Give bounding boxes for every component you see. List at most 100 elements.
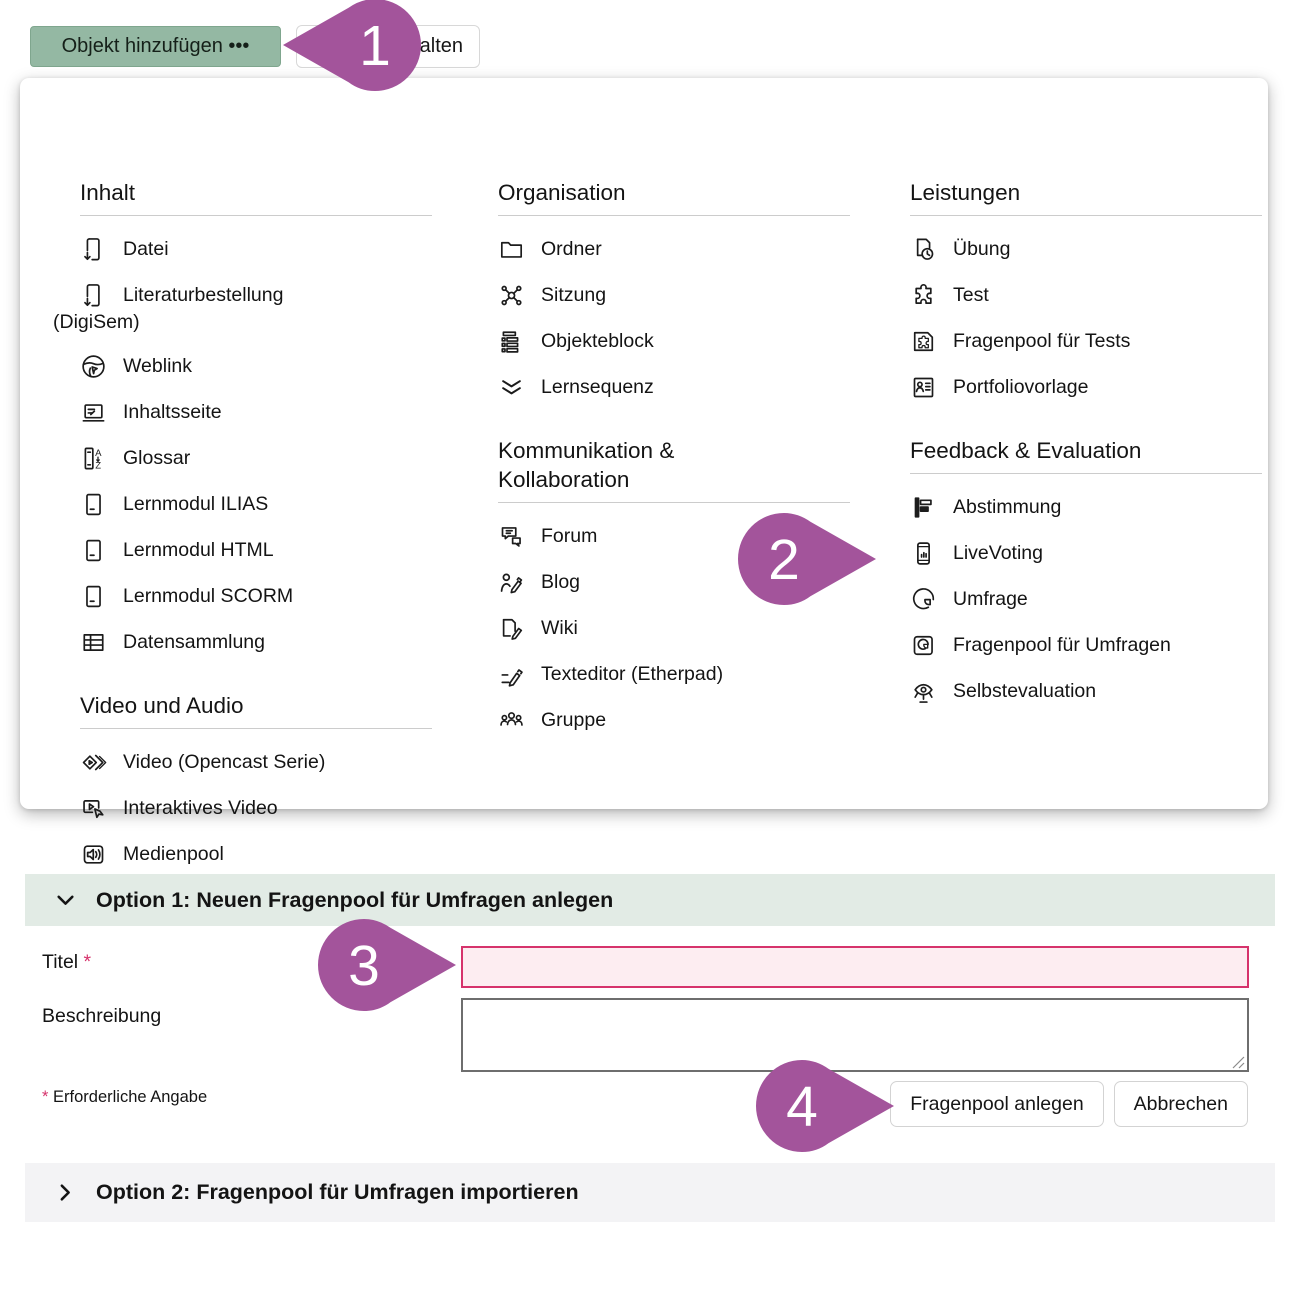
menu-item-label: Blog xyxy=(541,570,581,593)
poll-icon xyxy=(914,496,932,518)
menu-item[interactable]: Forum xyxy=(498,513,850,559)
menu-item-label: Inhaltsseite xyxy=(123,400,222,423)
menu-item[interactable]: Blog xyxy=(498,559,850,605)
exercise-icon xyxy=(916,238,934,260)
menu-item[interactable]: Wiki xyxy=(498,605,850,651)
menu-item[interactable]: Weblink xyxy=(80,343,432,389)
menu-item[interactable]: Video (Opencast Serie) xyxy=(80,739,432,785)
menu-item-label: Übung xyxy=(953,237,1011,260)
menu-item[interactable]: Objekteblock xyxy=(498,318,850,364)
menu-item[interactable]: Ordner xyxy=(498,226,850,272)
chevron-down-icon xyxy=(57,895,74,905)
menu-section-heading: Kommunikation & Kollaboration xyxy=(498,438,675,492)
menu-item-label: Medienpool xyxy=(123,842,224,865)
menu-item-label: Video (Opencast Serie) xyxy=(123,750,326,773)
required-asterisk: * xyxy=(83,951,92,973)
menu-item[interactable]: Sitzung xyxy=(498,272,850,318)
menu-item[interactable]: Portfoliovorlage xyxy=(910,364,1262,410)
menu-item-label: Lernmodul HTML xyxy=(123,538,274,561)
portfolio-template-icon xyxy=(913,377,934,397)
menu-item[interactable]: Inhaltsseite xyxy=(80,389,432,435)
menu-item-label: Datensammlung xyxy=(123,630,265,653)
menu-item-label-wrap: (DigiSem) xyxy=(53,311,140,333)
section-divider xyxy=(910,215,1262,216)
cancel-button[interactable]: Abbrechen xyxy=(1113,1081,1248,1127)
item-group-icon xyxy=(501,330,519,353)
menu-item-label: Ordner xyxy=(541,237,602,260)
menu-item-label: Interaktives Video xyxy=(123,796,278,819)
menu-section-heading: Feedback & Evaluation xyxy=(910,438,1142,463)
menu-item[interactable]: Abstimmung xyxy=(910,484,1262,530)
menu-item-label: Umfrage xyxy=(953,587,1028,610)
option2-title: Option 2: Fragenpool für Umfragen import… xyxy=(96,1180,579,1204)
option1-section-header[interactable]: Option 1: Neuen Fragenpool für Umfragen … xyxy=(25,874,1275,926)
partially-hidden-toolbar-button[interactable]: alten xyxy=(296,25,480,68)
menu-item[interactable]: Test xyxy=(910,272,1262,318)
menu-item[interactable]: Literaturbestellung (DigiSem) xyxy=(53,272,432,343)
opencast-video-icon xyxy=(82,754,107,770)
section-divider xyxy=(80,728,432,729)
self-evaluation-icon xyxy=(914,683,933,703)
menu-item-label: LiveVoting xyxy=(953,541,1043,564)
file-download-icon xyxy=(84,237,100,260)
menu-item-label: Selbstevaluation xyxy=(953,679,1097,702)
add-object-button[interactable]: Objekt hinzufügen ••• xyxy=(30,26,281,67)
menu-section-heading: Organisation xyxy=(498,180,626,205)
menu-item-label: Texteditor (Etherpad) xyxy=(541,662,724,685)
menu-item[interactable]: Lernmodul SCORM xyxy=(80,573,432,619)
menu-item[interactable]: LiveVoting xyxy=(910,530,1262,576)
chevron-right-icon xyxy=(60,1184,70,1201)
menu-section-heading: Leistungen xyxy=(910,180,1021,205)
svg-text:A: A xyxy=(95,447,102,458)
menu-item[interactable]: Fragenpool für Tests xyxy=(910,318,1262,364)
menu-item[interactable]: Lernmodul HTML xyxy=(80,527,432,573)
menu-item-label: Weblink xyxy=(123,354,193,377)
menu-item[interactable]: Lernmodul ILIAS xyxy=(80,481,432,527)
description-textarea[interactable] xyxy=(461,998,1249,1072)
menu-item-label: Sitzung xyxy=(541,283,607,306)
session-icon xyxy=(501,285,522,305)
menu-item[interactable]: Gruppe xyxy=(498,697,850,743)
menu-item[interactable]: Umfrage xyxy=(910,576,1262,622)
question-pool-test-icon xyxy=(913,331,934,351)
menu-item[interactable]: Datei xyxy=(80,226,432,272)
menu-item-label: Abstimmung xyxy=(953,495,1062,518)
menu-item-label: Fragenpool für Tests xyxy=(953,329,1131,352)
menu-item[interactable]: Selbstevaluation xyxy=(910,668,1262,714)
menu-item[interactable]: Interaktives Video xyxy=(80,785,432,831)
menu-item-label: Portfoliovorlage xyxy=(953,375,1089,398)
menu-item-label: Datei xyxy=(123,237,169,260)
create-question-pool-button[interactable]: Fragenpool anlegen xyxy=(890,1081,1104,1127)
menu-item-label: Fragenpool für Umfragen xyxy=(953,633,1171,656)
menu-item[interactable]: Übung xyxy=(910,226,1262,272)
title-field-label: Titel * xyxy=(42,951,92,973)
menu-item[interactable]: Datensammlung xyxy=(80,619,432,665)
livevoting-icon xyxy=(917,541,930,565)
menu-item-label: Test xyxy=(953,283,989,306)
option2-section-header[interactable]: Option 2: Fragenpool für Umfragen import… xyxy=(25,1163,1275,1222)
menu-item[interactable]: Fragenpool für Umfragen xyxy=(910,622,1262,668)
menu-item-label: Literaturbestellung xyxy=(123,283,284,306)
svg-text:3: 3 xyxy=(348,934,380,998)
svg-text:4: 4 xyxy=(786,1075,818,1139)
menu-item-label: Wiki xyxy=(541,616,578,639)
svg-text:Z: Z xyxy=(95,460,101,471)
menu-item[interactable]: Lernsequenz xyxy=(498,364,850,410)
title-input[interactable] xyxy=(461,946,1249,988)
learning-module-icon xyxy=(86,585,101,607)
menu-item[interactable]: Texteditor (Etherpad) xyxy=(498,651,850,697)
section-divider xyxy=(498,502,850,503)
etherpad-icon xyxy=(501,668,523,687)
menu-item[interactable]: Medienpool xyxy=(80,831,432,877)
required-asterisk: * xyxy=(42,1088,49,1106)
wiki-icon xyxy=(502,618,523,640)
menu-section-heading: Video und Audio xyxy=(80,693,244,718)
menu-item-label: Gruppe xyxy=(541,708,607,731)
section-divider xyxy=(498,215,850,216)
